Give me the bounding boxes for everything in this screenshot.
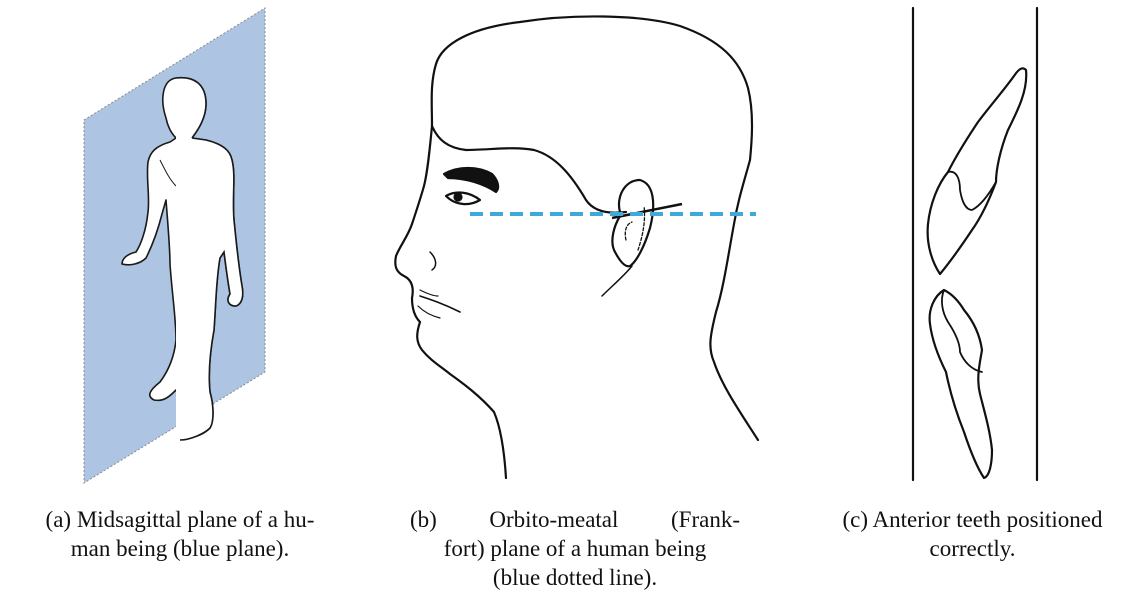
midsagittal-plane-figure [70,0,280,490]
upper-incisor [928,68,1027,274]
eyebrow [444,168,498,192]
caption-c-line-2: correctly. [800,534,1145,563]
lower-incisor [930,290,992,478]
caption-b-line-2: fort) plane of a human being [410,534,740,563]
caption-c: (c) Anterior teeth positioned correctly. [800,505,1145,563]
ear [612,180,653,266]
eye [446,193,480,205]
head-profile-figure [385,10,760,490]
head-outline [432,16,758,440]
anterior-teeth-figure [900,5,1050,485]
caption-b-line-3: (blue dotted line). [410,563,740,592]
caption-b-line-1: (b) Orbito-meatal (Frank- [410,505,740,534]
caption-b-word-2: Orbito-meatal [489,505,618,534]
caption-c-line-1: (c) Anterior teeth positioned [800,505,1145,534]
caption-a-line-1: (a) Midsagittal plane of a hu- [30,505,330,534]
caption-b-word-3: (Frank- [671,505,740,534]
mouth [420,296,460,312]
caption-a-line-2: man being (blue plane). [30,534,330,563]
caption-a: (a) Midsagittal plane of a hu- man being… [30,505,330,563]
caption-b-word-1: (b) [410,505,437,534]
caption-b: (b) Orbito-meatal (Frank- fort) plane of… [410,505,740,592]
